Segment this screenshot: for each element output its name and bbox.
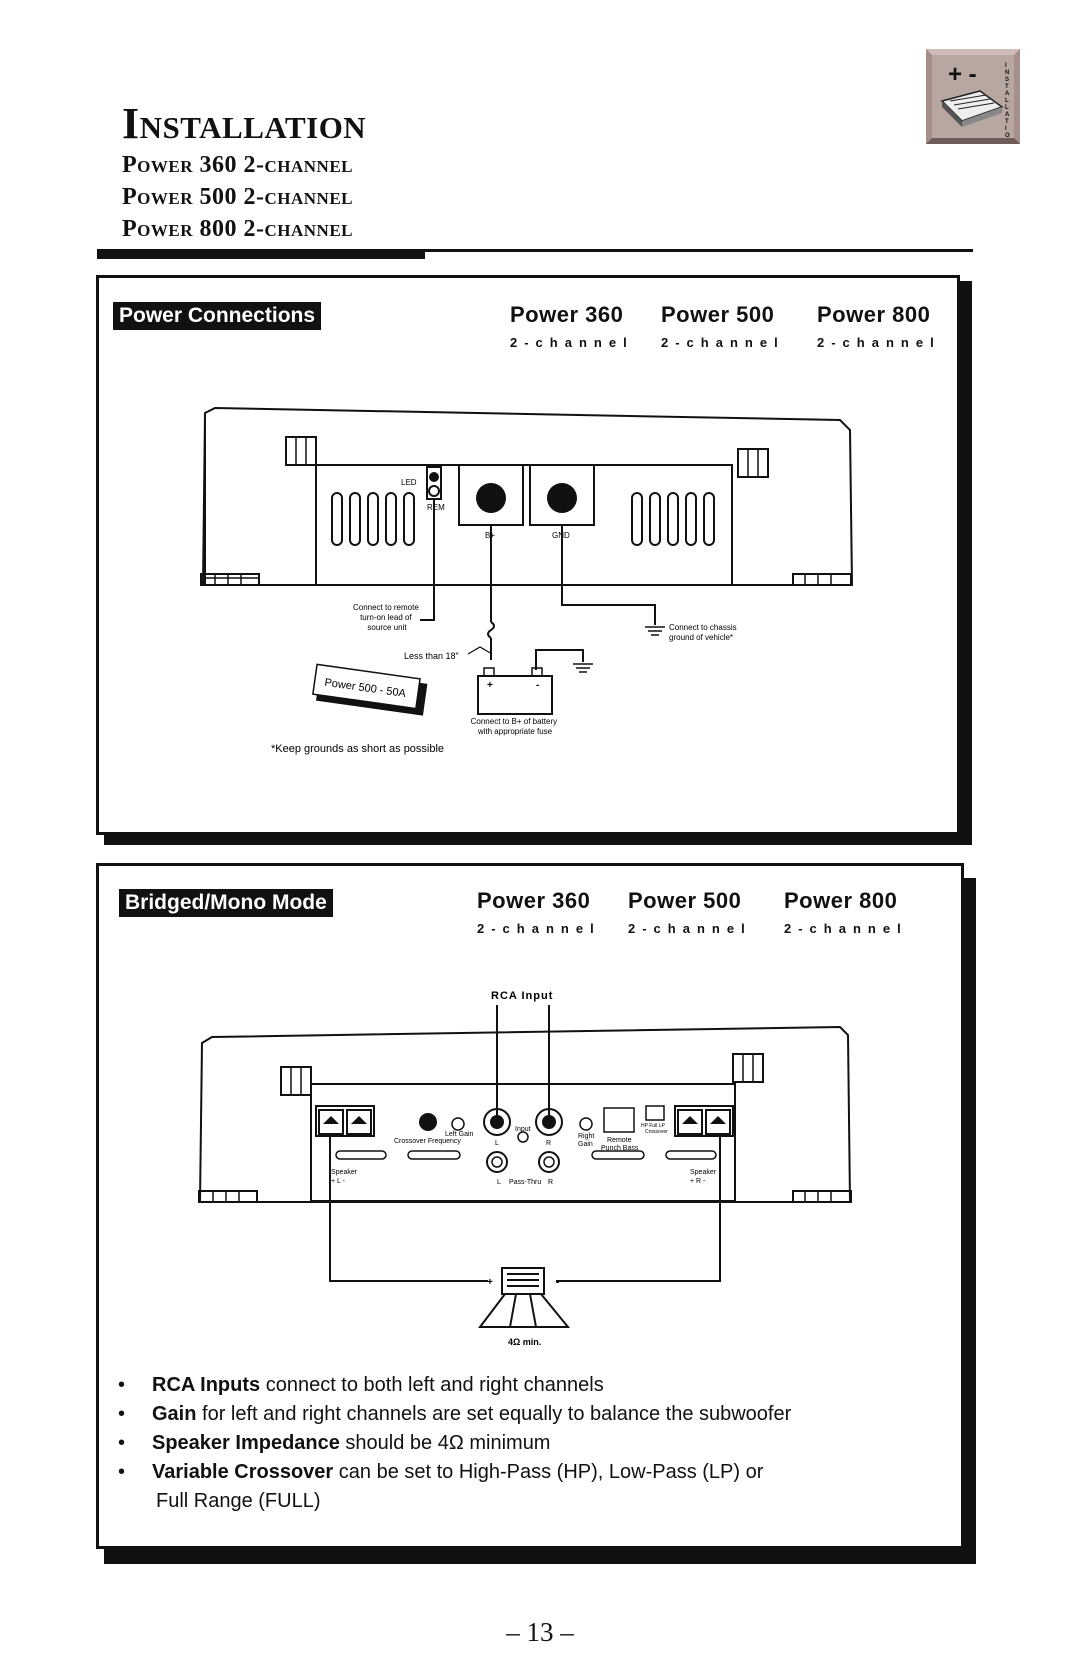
remote-wire <box>420 499 435 621</box>
battery-ground-wire <box>535 649 584 670</box>
fuse-tag: Power 500 - 50A <box>312 663 428 716</box>
channel-label: 2-channel <box>784 921 908 936</box>
rca-jack-left <box>483 1108 511 1136</box>
speaker-terminals-left <box>315 1105 375 1137</box>
subtitle-power-500: Power 500 2-channel <box>122 184 353 210</box>
channel-label: 2-channel <box>628 921 752 936</box>
sub-plus-label: + <box>487 1277 493 1288</box>
pass-thru-label: Pass-Thru <box>509 1179 541 1186</box>
crossover-knob <box>419 1113 437 1131</box>
list-item: •Speaker Impedance should be 4Ω minimum <box>118 1432 551 1454</box>
chassis-ground-wire <box>561 525 656 625</box>
model-power-800: Power 800 <box>784 888 898 913</box>
fuse-icon <box>487 621 495 639</box>
ground-icon <box>573 626 665 673</box>
crossover-switch-label: HP Full LP Crossover <box>641 1123 668 1135</box>
bridged-mode-panel <box>96 863 964 1549</box>
model-power-360: Power 360 <box>477 888 591 913</box>
channel-label: 2-channel <box>661 335 785 350</box>
led-indicator <box>429 472 439 482</box>
speaker-wire-right <box>556 1136 721 1282</box>
right-gain-label: Right Gain <box>578 1133 596 1148</box>
svg-text:R: R <box>546 1140 551 1147</box>
svg-text:L: L <box>497 1179 501 1186</box>
model-power-800: Power 800 <box>817 302 931 327</box>
input-label: Input <box>515 1126 531 1133</box>
heatsink-slots <box>331 492 715 546</box>
list-item: •Gain for left and right channels are se… <box>118 1403 792 1425</box>
subwoofer-icon <box>477 1267 571 1328</box>
footnote: *Keep grounds as short as possible <box>271 743 444 755</box>
speaker-wire-left <box>329 1136 488 1282</box>
page-number: – 13 – <box>506 1617 574 1647</box>
channel-label: 2-channel <box>817 335 941 350</box>
svg-text:R: R <box>548 1179 553 1186</box>
battery-minus-label: - <box>536 680 539 691</box>
svg-text:L: L <box>495 1140 499 1147</box>
right-gain-knob <box>579 1117 593 1131</box>
speaker-terminals-right <box>674 1105 734 1137</box>
speaker-left-label: Speaker + L - <box>331 1169 359 1185</box>
list-item: •RCA Inputs connect to both left and rig… <box>118 1374 604 1396</box>
impedance-label: 4Ω min. <box>508 1337 541 1347</box>
list-item-continuation: Full Range (FULL) <box>156 1490 321 1512</box>
chassis-note: Connect to chassis ground of vehicle* <box>669 623 739 642</box>
sub-minus-label: - <box>556 1277 559 1288</box>
less-than-label: Less than 18" <box>404 651 459 661</box>
amplifier-end-panel <box>310 1083 736 1202</box>
pass-thru-jack-left <box>486 1151 508 1173</box>
power-connections-label: Power Connections <box>113 302 322 330</box>
mounting-tab <box>737 448 769 478</box>
rca-input-label: RCA Input <box>491 990 553 1002</box>
pass-thru-jack-right <box>538 1151 560 1173</box>
led-label: LED <box>401 478 417 487</box>
amplifier-foot <box>200 573 260 586</box>
page-title: Installation <box>122 99 367 148</box>
model-power-500: Power 500 <box>661 302 775 327</box>
subtitle-power-360: Power 360 2-channel <box>122 152 353 178</box>
channel-label: 2-channel <box>510 335 634 350</box>
rem-label: REM <box>427 503 445 512</box>
power-connections-panel <box>96 275 960 835</box>
feature-list: •RCA Inputs connect to both left and rig… <box>118 1371 898 1516</box>
mounting-tab <box>285 436 317 466</box>
crossover-frequency-label: Crossover Frequency <box>394 1138 461 1145</box>
list-item: •Variable Crossover can be set to High-P… <box>118 1461 764 1483</box>
plus-minus-icon: + - <box>948 61 977 88</box>
rca-jack-right <box>535 1108 563 1136</box>
channel-label: 2-channel <box>477 921 601 936</box>
remote-note: Connect to remote turn-on lead of source… <box>353 603 421 632</box>
model-power-360: Power 360 <box>510 302 624 327</box>
battery-plus-label: + <box>487 680 493 691</box>
svg-text:Left Gain: Left Gain <box>445 1131 474 1138</box>
header-rule-thick <box>97 249 425 259</box>
remote-punch-bass-label: Remote Punch Bass <box>601 1137 639 1152</box>
speaker-right-label: Speaker + R - <box>690 1169 718 1185</box>
crossover-switch <box>645 1105 665 1121</box>
battery-icon <box>477 675 553 715</box>
battery-note: Connect to B+ of battery with appropriat… <box>471 717 560 736</box>
subtitle-power-800: Power 800 2-channel <box>122 216 353 242</box>
model-power-500: Power 500 <box>628 888 742 913</box>
header-rule <box>97 249 973 252</box>
bridged-mode-label: Bridged/Mono Mode <box>119 889 333 917</box>
remote-port <box>603 1107 635 1133</box>
left-gain-knob <box>451 1117 465 1131</box>
amplifier-foot <box>792 573 852 586</box>
svg-text:INS TAL LAT IO: INS TAL LAT IO <box>1005 63 1011 139</box>
amplifier-icon <box>940 90 1004 127</box>
